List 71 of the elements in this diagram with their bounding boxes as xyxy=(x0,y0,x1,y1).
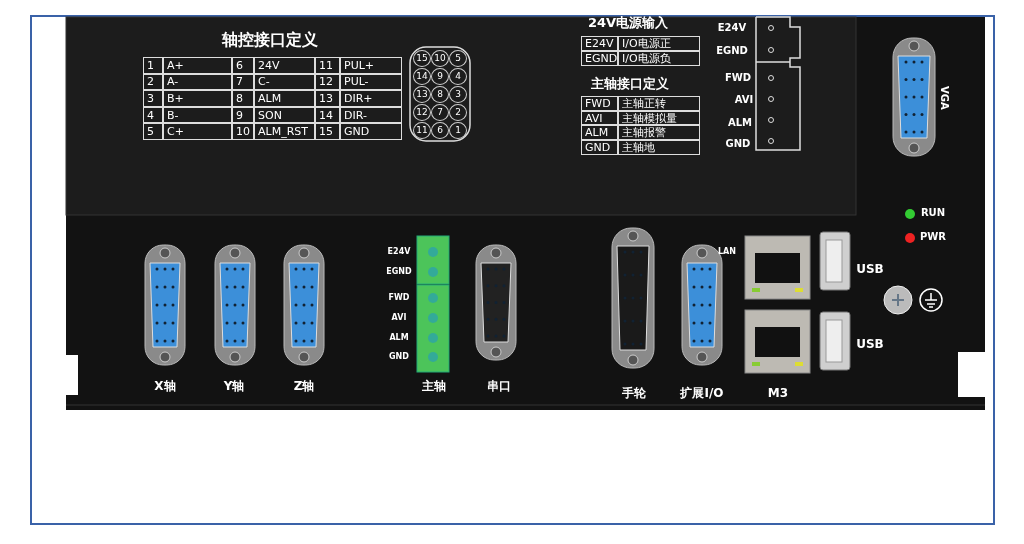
port-label: 串口 xyxy=(486,378,512,394)
indicator-label: RUN xyxy=(919,206,947,220)
heading: 主轴接口定义 xyxy=(590,75,670,93)
table-cell: PUL- xyxy=(340,73,402,91)
port-label: Z轴 xyxy=(292,378,316,394)
heading: 24V电源输入 xyxy=(586,13,670,31)
table-cell: 10 xyxy=(232,123,254,140)
heading: 轴控接口定义 xyxy=(221,29,319,51)
table-cell: GND xyxy=(340,123,402,140)
table-cell: 7 xyxy=(232,73,254,91)
indicator-label: PWR xyxy=(918,230,948,244)
pin-label: AVI xyxy=(390,312,408,324)
table-cell: SON xyxy=(254,106,315,124)
pin-label: GND xyxy=(388,351,410,363)
table-cell: 15 xyxy=(315,123,340,140)
table-cell: GND xyxy=(581,140,618,155)
table-cell: EGND xyxy=(581,51,619,66)
pin-label: ALM xyxy=(388,332,410,344)
table-cell: E24V xyxy=(581,36,618,51)
table-cell: 12 xyxy=(315,73,340,91)
pin-label: EGND xyxy=(716,44,748,58)
table-cell: 主轴地 xyxy=(618,140,700,155)
port-label: 手轮 xyxy=(621,385,647,401)
table-cell: I/O电源负 xyxy=(618,51,700,66)
table-cell: ALM_RST xyxy=(254,123,315,140)
pin-label: FWD xyxy=(723,71,753,85)
table-cell: FWD xyxy=(581,96,618,111)
port-label: X轴 xyxy=(153,378,177,394)
table-cell: A+ xyxy=(163,57,232,74)
port-label: M3 xyxy=(766,385,790,401)
table-cell: 主轴模拟量 xyxy=(618,110,700,126)
table-cell: B- xyxy=(163,106,232,124)
table-cell: ALM xyxy=(254,90,315,107)
pin-label: EGND xyxy=(385,266,413,278)
table-cell: 2 xyxy=(143,73,163,91)
table-cell: B+ xyxy=(163,90,232,107)
port-label: Y轴 xyxy=(222,378,246,394)
port-label: VGA xyxy=(938,85,951,112)
table-cell: C+ xyxy=(163,123,232,140)
table-cell: 5 xyxy=(143,123,163,140)
table-cell: 24V xyxy=(254,57,315,74)
table-cell: I/O电源正 xyxy=(618,36,700,51)
table-cell: 3 xyxy=(143,90,163,107)
table-cell: 4 xyxy=(143,106,163,124)
pin-label: ALM xyxy=(726,116,754,130)
port-label: 扩展I/O xyxy=(679,385,725,401)
port-label: USB xyxy=(855,336,885,352)
table-cell: A- xyxy=(163,73,232,91)
pin-label: E24V xyxy=(716,21,748,35)
table-cell: 6 xyxy=(232,57,254,74)
table-cell: DIR- xyxy=(340,106,402,124)
port-label: LAN xyxy=(717,246,737,258)
table-cell: AVI xyxy=(581,110,618,126)
table-cell: 14 xyxy=(315,106,340,124)
pin-label: FWD xyxy=(387,292,411,304)
table-cell: 1 xyxy=(143,57,163,74)
table-cell: ALM xyxy=(581,125,618,141)
port-label: 主轴 xyxy=(421,378,447,394)
table-cell: 主轴报警 xyxy=(618,125,700,141)
table-cell: 主轴正转 xyxy=(618,96,700,111)
table-cell: 13 xyxy=(315,90,340,107)
table-cell: PUL+ xyxy=(340,57,402,74)
table-cell: 9 xyxy=(232,106,254,124)
table-cell: 11 xyxy=(315,57,340,74)
table-cell: DIR+ xyxy=(340,90,402,107)
table-cell: 8 xyxy=(232,90,254,107)
port-label: USB xyxy=(855,261,885,277)
pin-label: E24V xyxy=(386,246,412,258)
pin-label: AVI xyxy=(733,93,755,107)
pin-label: GND xyxy=(724,137,752,151)
table-cell: C- xyxy=(254,73,315,91)
